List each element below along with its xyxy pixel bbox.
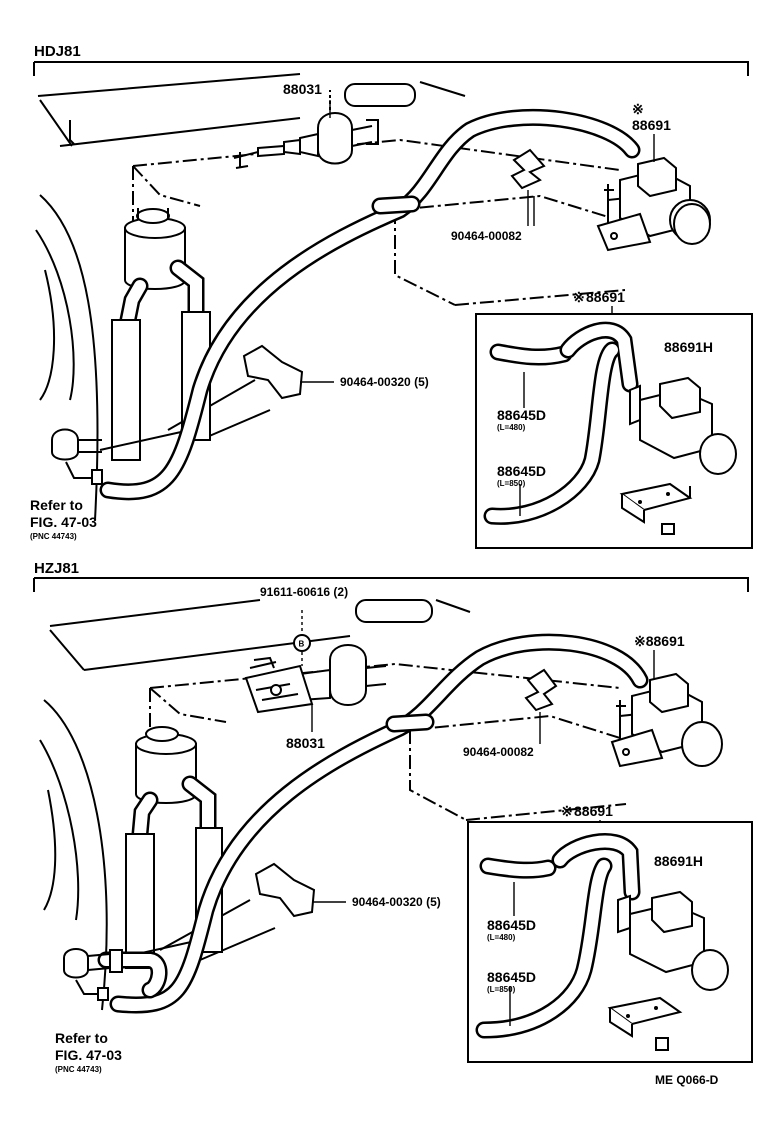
- label-88031: 88031: [283, 81, 322, 97]
- clamp-90464-00082: [524, 668, 558, 744]
- inset-label-hose-long: 88645D: [497, 463, 546, 479]
- label-88031: 88031: [286, 735, 325, 751]
- refer-line-2: FIG. 47-03: [30, 514, 97, 530]
- refer-line-2: FIG. 47-03: [55, 1047, 122, 1063]
- refer-line-1: Refer to: [55, 1030, 108, 1046]
- section-hdj81: HDJ81: [30, 43, 753, 549]
- asterisk-mark: ※: [632, 101, 644, 117]
- vsv-88691: [610, 650, 723, 768]
- label-90464-00082: 90464-00082: [451, 229, 522, 243]
- clamp-90464-00320: [254, 862, 346, 918]
- section-title: HDJ81: [34, 43, 81, 60]
- section-bracket: [33, 61, 749, 76]
- inset-label-hose-long: 88645D: [487, 969, 536, 985]
- clamp-90464-00082: [510, 148, 546, 226]
- label-90464-00320: 90464-00320 (5): [352, 895, 441, 909]
- clamp-90464-00320: [242, 344, 334, 400]
- inset-label-hose-short-len: (L=480): [497, 423, 526, 432]
- section-title: HZJ81: [34, 560, 79, 577]
- label-88691: 88691: [632, 117, 671, 133]
- body-outline: [149, 662, 627, 821]
- inset-box: ※ 88691 88691H 88645D (L=480) 88645D (L=…: [467, 803, 753, 1063]
- union-fitting: [63, 948, 123, 1001]
- inset-title: 88691: [574, 803, 613, 819]
- fluid-reservoir: [109, 726, 223, 969]
- footer-code: ME Q066-D: [655, 1073, 719, 1087]
- inset-label-88691h: 88691H: [664, 339, 713, 355]
- vacuum-actuator-88031: [244, 610, 387, 732]
- inset-label-hose-long-len: (L=850): [487, 985, 516, 994]
- union-fitting: [51, 428, 103, 485]
- intake-pipe: [344, 83, 416, 107]
- vsv-88691: [596, 156, 711, 252]
- body-outline: [132, 138, 626, 306]
- inset-label-88691h: 88691H: [654, 853, 703, 869]
- inset-asterisk: ※: [573, 289, 585, 305]
- fender-curve: [39, 194, 99, 521]
- intake-pipe: [355, 599, 433, 623]
- label-90464-00320: 90464-00320 (5): [340, 375, 429, 389]
- inset-label-hose-short: 88645D: [487, 917, 536, 933]
- vacuum-actuator-88031: [233, 90, 379, 169]
- inset-label-hose-short: 88645D: [497, 407, 546, 423]
- inset-asterisk: ※: [561, 803, 573, 819]
- refer-line-3: (PNC 44743): [55, 1065, 102, 1074]
- inset-title: 88691: [586, 289, 625, 305]
- section-hzj81: HZJ81: [33, 560, 753, 1074]
- label-91611-60616: 91611-60616 (2): [260, 585, 348, 599]
- inset-box: ※ 88691 88691H 88645D (L=480) 88645D (L=…: [475, 289, 753, 549]
- refer-line-3: (PNC 44743): [30, 532, 77, 541]
- engine-outline: [37, 73, 301, 147]
- label-88691: ※88691: [634, 633, 685, 649]
- label-90464-00082: 90464-00082: [463, 745, 534, 759]
- inset-label-hose-short-len: (L=480): [487, 933, 516, 942]
- section-bracket: [33, 577, 749, 592]
- refer-line-1: Refer to: [30, 497, 83, 513]
- inset-label-hose-long-len: (L=850): [497, 479, 526, 488]
- bolt-mark-letter: B: [299, 640, 305, 649]
- bolt-mark-b: B: [293, 634, 311, 652]
